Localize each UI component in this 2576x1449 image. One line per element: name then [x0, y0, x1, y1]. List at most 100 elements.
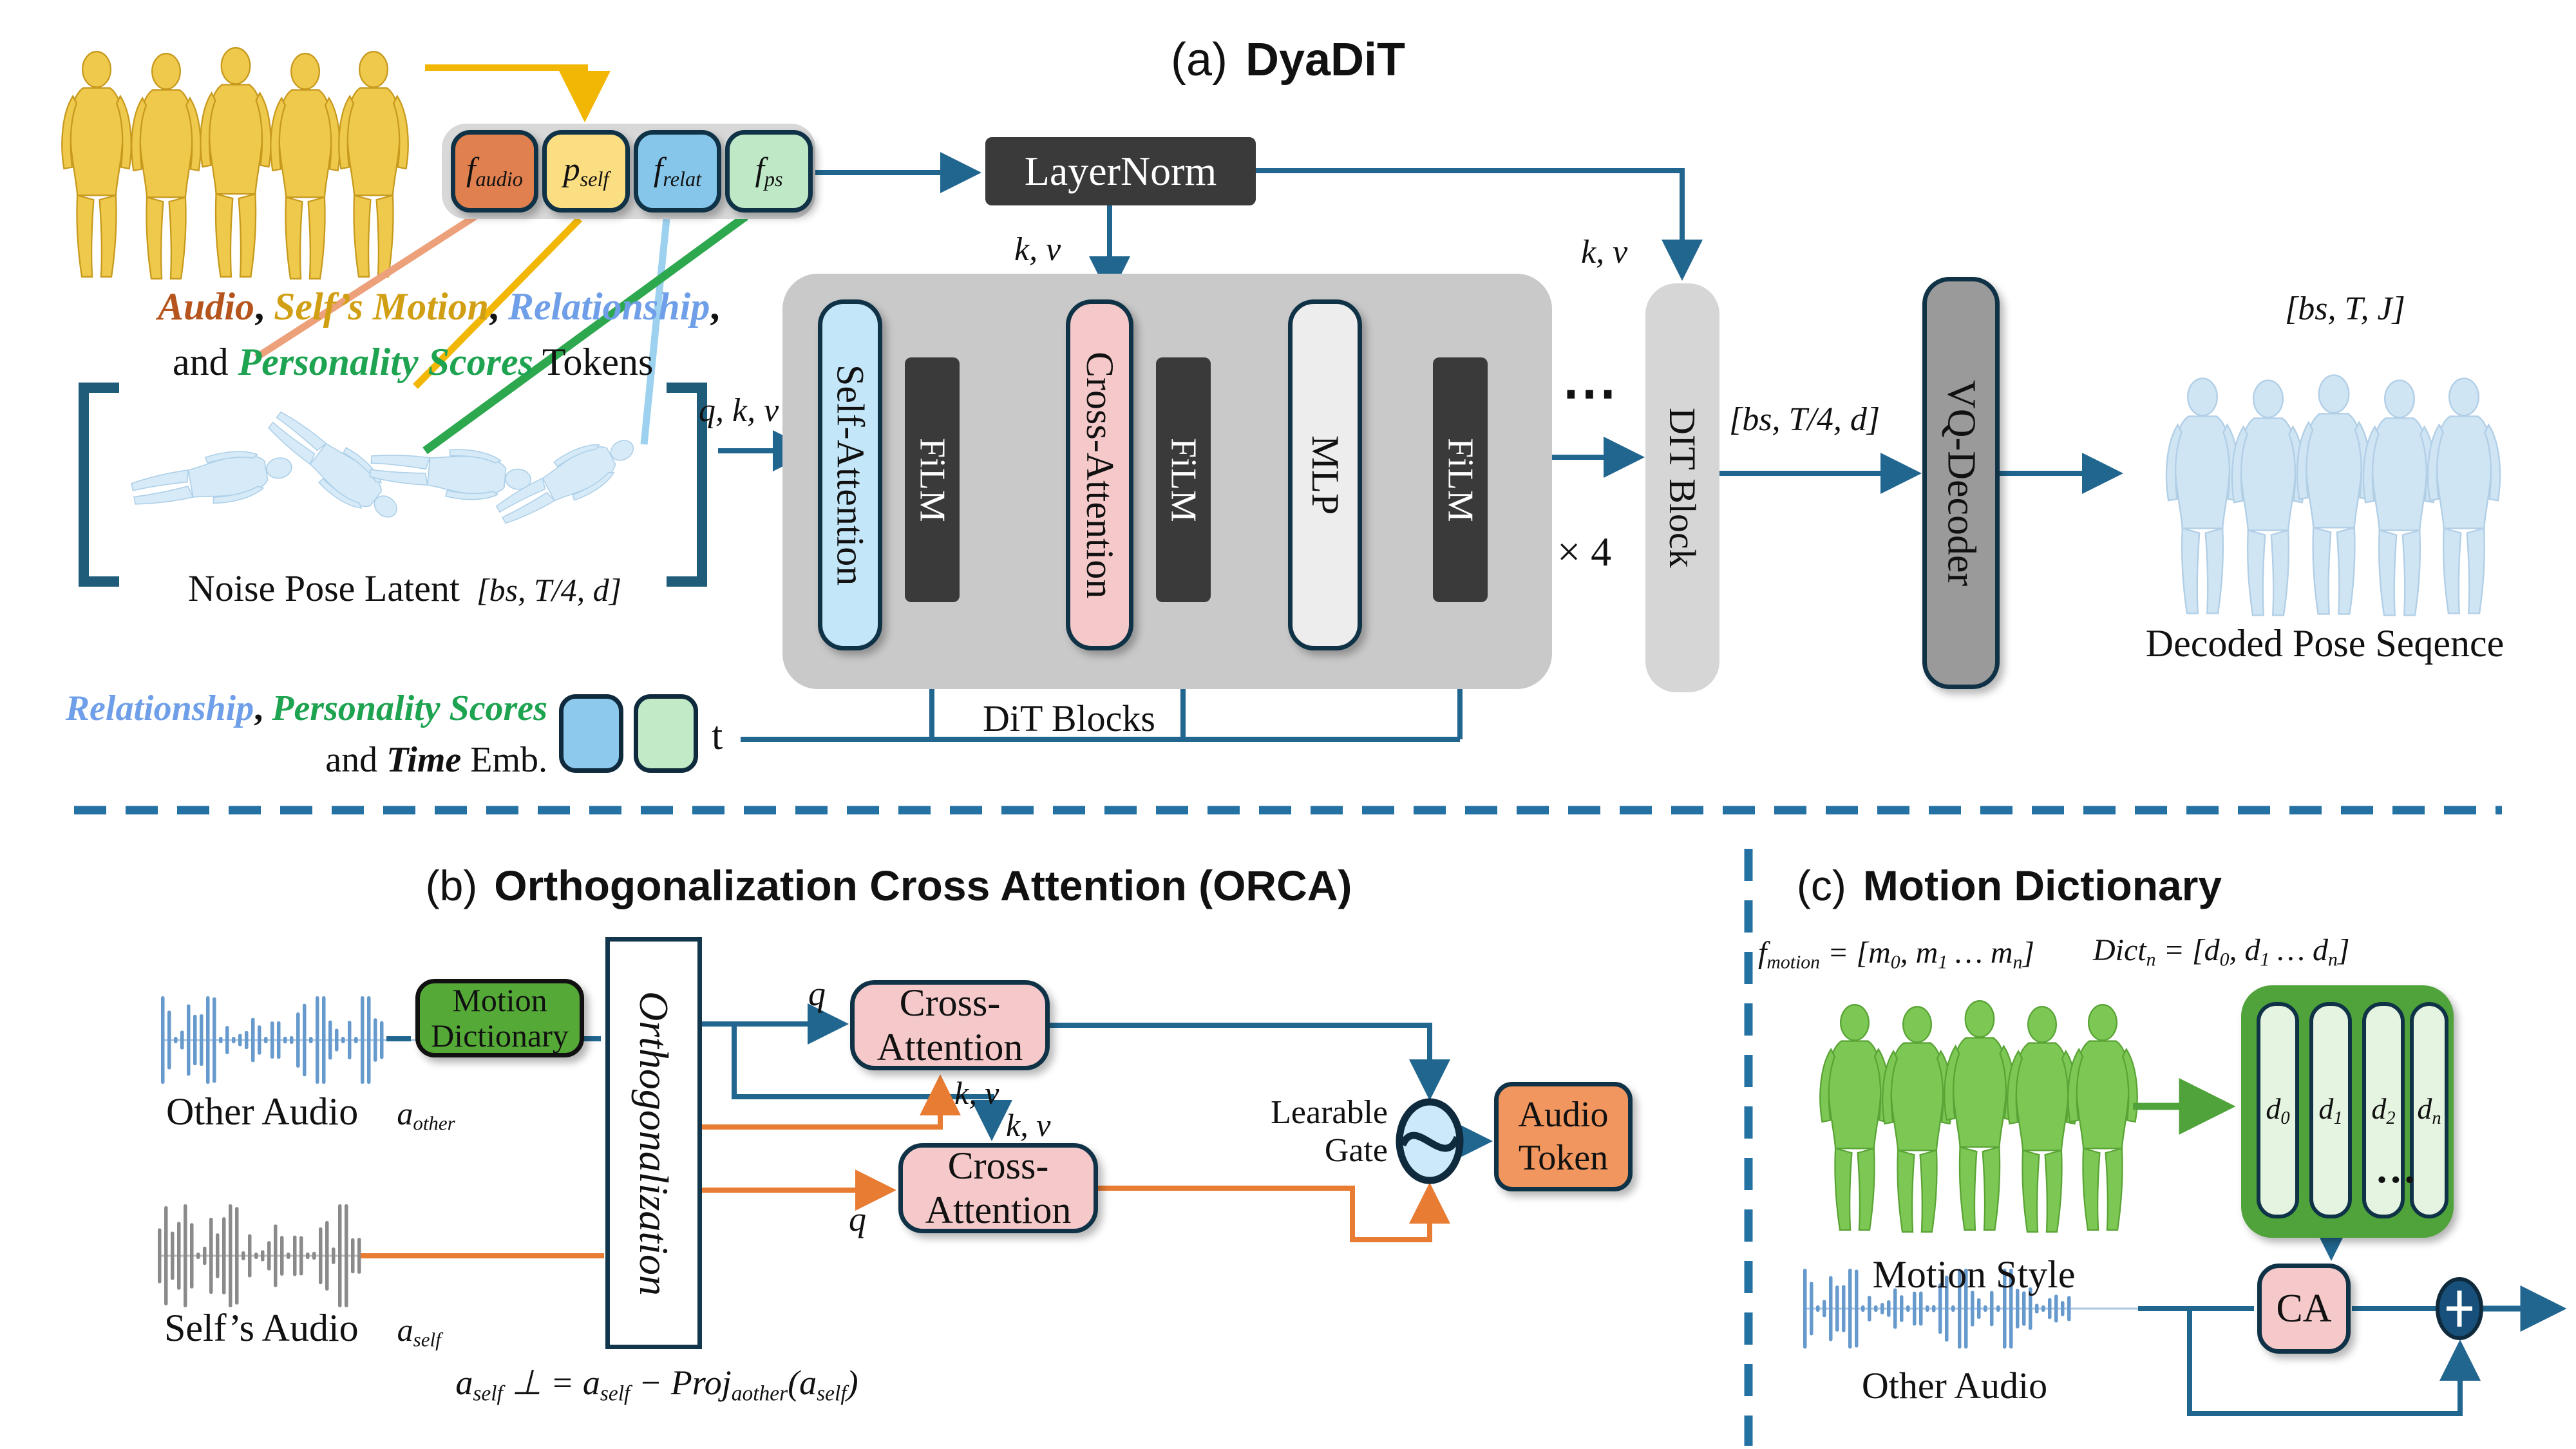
self-audio-waveform: [158, 1204, 402, 1307]
noise-pose-figures: [128, 401, 644, 536]
learable-gate-caption: Learable Gate: [1271, 1094, 1388, 1169]
token-p-self: pself: [542, 130, 630, 213]
ellipsis-blocks: ⋯: [1562, 362, 1617, 424]
self-audio-caption-row: Self’s Audio aself: [164, 1306, 441, 1352]
dict-n-math: Dictn = [d0, d1 … dn]: [2093, 933, 2350, 971]
dit-blocks-caption: DiT Blocks: [983, 697, 1155, 739]
film-block-3: FiLM: [1433, 357, 1488, 602]
cross-attention-b2: Cross-Attention: [898, 1143, 1098, 1233]
ca-box: CA: [2257, 1264, 2351, 1354]
panel-c-lines: [2133, 1078, 2567, 1416]
dict-slat-d1: d1: [2309, 1002, 2352, 1218]
dim-mid-label: [bs, T/4, d]: [1729, 401, 1880, 438]
motion-style-figures: [1819, 999, 2138, 1233]
token-p-self-label: pself: [563, 151, 609, 191]
other-audio-waveform-c: [1803, 1269, 2145, 1349]
formula-text: aself ⊥ = aself − Projaother(aself): [455, 1363, 858, 1406]
audio-token-box: Audio Token: [1494, 1082, 1633, 1191]
add-node-icon: [2436, 1277, 2483, 1340]
token-caption-line2: and Personality Scores Tokens: [173, 341, 654, 383]
dict-ellipsis: …: [2375, 1146, 2416, 1191]
panel-b-title: (b) Orthogonalization Cross Attention (O…: [399, 857, 1378, 914]
input-motion-figures: [61, 46, 409, 279]
motion-dictionary-line1: Motion: [452, 982, 547, 1018]
cross-attention-block: Cross-Attention: [1066, 299, 1133, 650]
panel-b-orange-lines: [361, 1074, 1450, 1258]
f-motion-label: fmotion = [m0, m1 … mn]: [1758, 935, 2034, 973]
self-audio-caption: Self’s Audio: [164, 1307, 359, 1349]
dim-out-label: [bs, T, J]: [2285, 290, 2405, 327]
other-audio-waveform: [161, 996, 573, 1084]
token-f-ps-label: fps: [755, 151, 783, 191]
kv-label-cross: k, v: [1014, 231, 1061, 268]
kv-label-b1: k, v: [954, 1075, 999, 1111]
t-label: t: [712, 714, 723, 758]
film-label-1: FiLM: [912, 437, 952, 522]
orthogonalization-box: Orthogonalization: [605, 937, 702, 1349]
a-self-label: aself: [397, 1312, 441, 1351]
token-caption-line1: Audio, Self’s Motion, Relationship,: [158, 285, 720, 328]
panel-c-title-prefix: (c): [1796, 862, 1846, 909]
d1-label: d1: [2318, 1092, 2343, 1128]
film-block-2: FiLM: [1156, 357, 1211, 602]
qkv-label: q, k, v: [699, 392, 779, 429]
times-4-label: × 4: [1557, 529, 1612, 574]
other-audio-caption-row: Other Audio aother: [166, 1090, 455, 1135]
decoded-pose-caption: Decoded Pose Seqence: [2145, 622, 2505, 665]
d0-label: d0: [2266, 1092, 2290, 1128]
panel-b-title-text: Orthogonalization Cross Attention (ORCA): [494, 862, 1352, 909]
dict-n-label: Dictn = [d0, d1 … dn]: [2093, 933, 2350, 971]
vq-decoder-label: VQ-Decoder: [1939, 379, 1984, 587]
relationship-emb-box: [559, 694, 623, 773]
token-f-audio-label: faudio: [466, 151, 523, 191]
dict-slat-d0: d0: [2257, 1002, 2299, 1218]
token-f-ps: fps: [725, 130, 813, 213]
dit-block: DIT Block: [1645, 283, 1719, 692]
other-audio-caption-c: Other Audio: [1861, 1365, 2048, 1406]
other-audio-caption: Other Audio: [166, 1090, 359, 1133]
emb-caption-line1: Relationship, Personality Scores: [65, 688, 547, 728]
film-block-1: FiLM: [905, 357, 960, 602]
cross-attention-label: Cross-Attention: [1079, 351, 1121, 599]
panel-c-title-text: Motion Dictionary: [1862, 862, 2222, 909]
decoded-pose-figures: [2165, 374, 2501, 616]
orthogonalization-label: Orthogonalization: [631, 990, 677, 1296]
noise-dim-label: [bs, T/4, d]: [477, 572, 622, 608]
cross-attention-b2-label: Cross-Attention: [925, 1144, 1072, 1231]
cross-attention-b1: Cross-Attention: [850, 980, 1050, 1070]
a-other-label: aother: [397, 1095, 455, 1135]
motion-style-caption: Motion Style: [1872, 1253, 2076, 1296]
panel-c-title: (c) Motion Dictionary: [1765, 857, 2254, 914]
motion-dictionary-box: Motion Dictionary: [415, 979, 584, 1057]
learnable-gate-icon: [1396, 1098, 1464, 1184]
panel-a-flow-lines: [718, 152, 2123, 742]
self-attention-block: Self-Attention: [818, 299, 882, 650]
token-f-relat: frelat: [634, 130, 721, 213]
motion-dictionary-line2: Dictionary: [431, 1018, 569, 1054]
vq-decoder-block: VQ-Decoder: [1922, 277, 2000, 689]
film-label-2: FiLM: [1163, 437, 1204, 522]
ca-label: CA: [2276, 1286, 2332, 1331]
panel-b-blue-lines: [386, 1003, 1493, 1162]
dn-label: dn: [2417, 1092, 2441, 1128]
noise-caption-row: Noise Pose Latent [bs, T/4, d]: [188, 567, 621, 610]
token-f-relat-label: frelat: [653, 151, 702, 191]
dashed-separators: [74, 806, 2502, 1446]
dict-slat-dn: dn: [2410, 1002, 2448, 1218]
token-callout-lines: [254, 64, 748, 455]
d2-label: d2: [2371, 1092, 2396, 1128]
layernorm-box: LayerNorm: [985, 137, 1256, 205]
panel-a-title-text: DyaDiT: [1245, 34, 1406, 86]
kv-label-dit: k, v: [1581, 234, 1628, 270]
panel-a-title-prefix: (a): [1170, 34, 1227, 86]
noise-caption: Noise Pose Latent: [188, 567, 460, 609]
q-label-2: q: [849, 1200, 866, 1238]
layernorm-label: LayerNorm: [1024, 148, 1217, 194]
dit-block-label: DIT Block: [1662, 408, 1703, 568]
audio-token-line1: Audio: [1518, 1094, 1609, 1135]
audio-token-line2: Token: [1518, 1138, 1609, 1178]
dict-slat-d2: d2: [2362, 1002, 2405, 1218]
mlp-label: MLP: [1304, 435, 1347, 515]
